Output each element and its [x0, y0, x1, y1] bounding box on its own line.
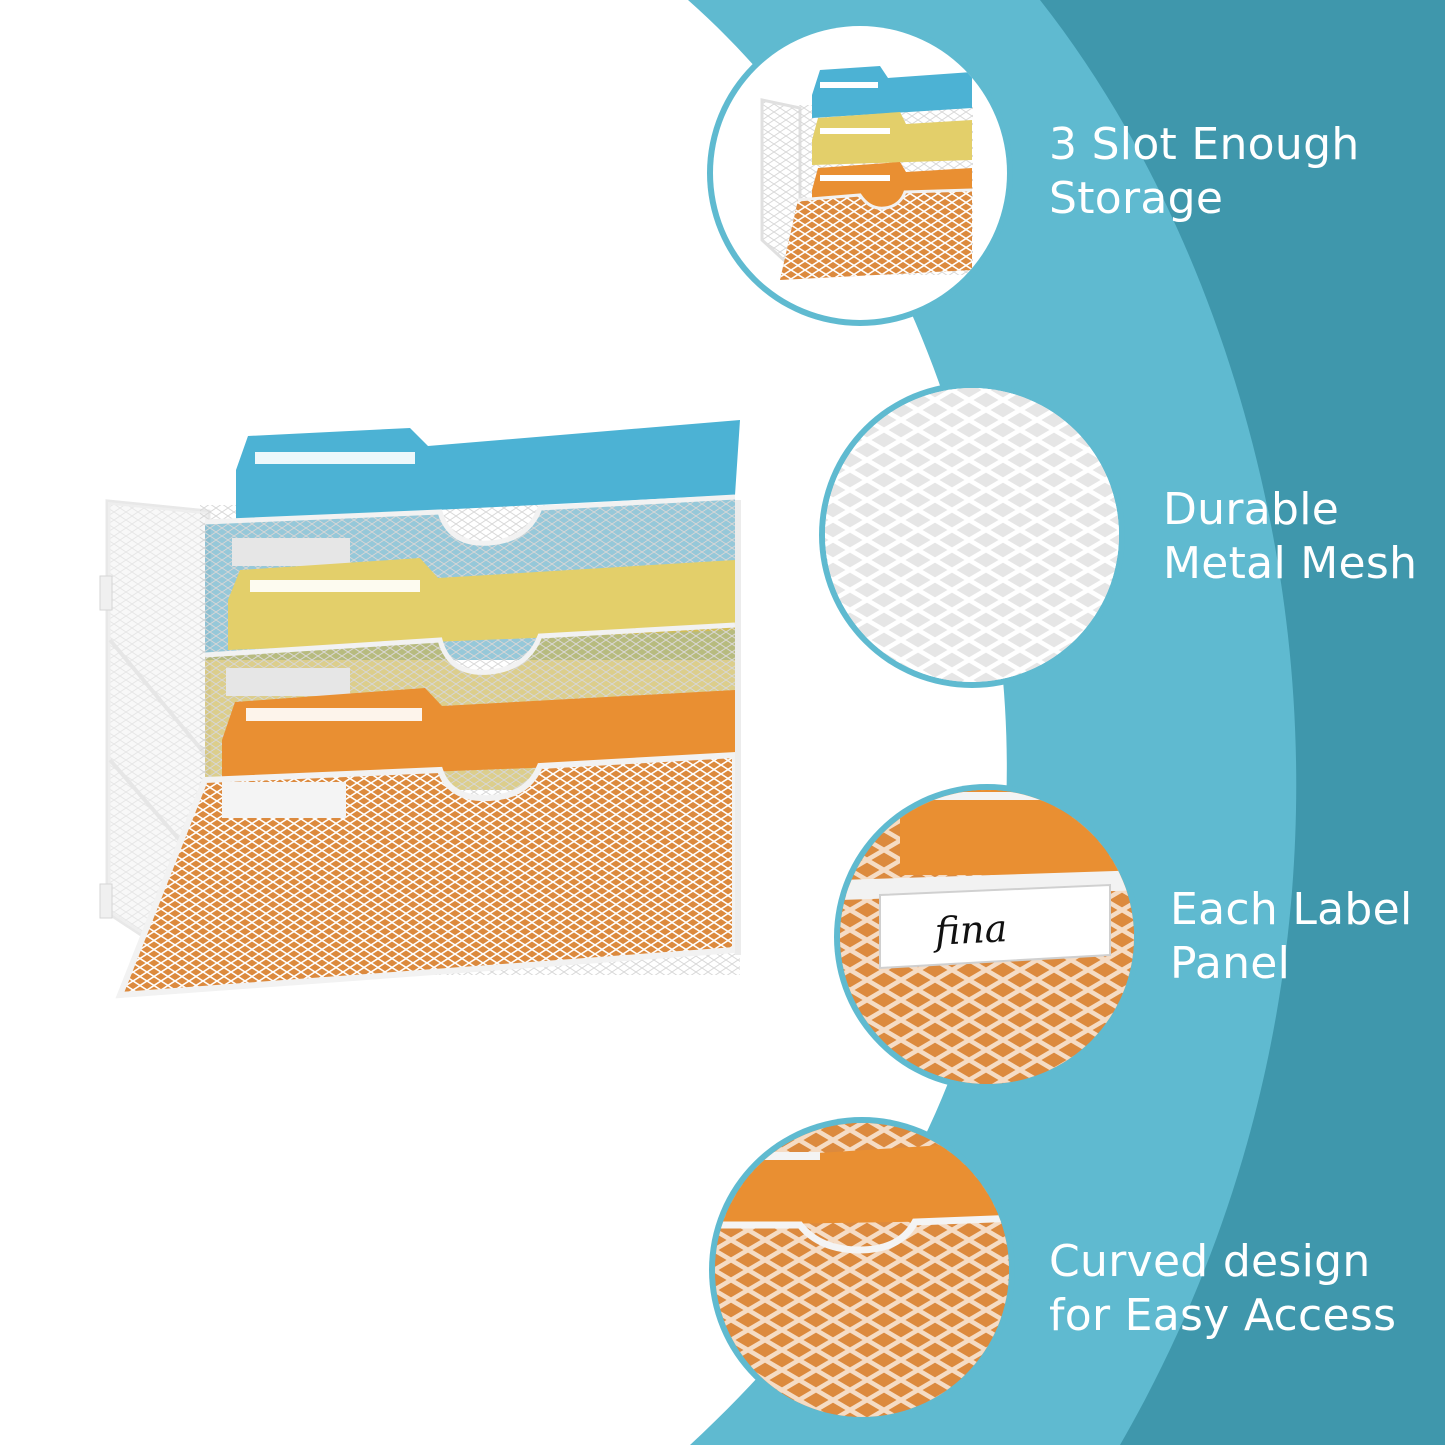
feature-label-text: Each Label Panel — [1170, 883, 1413, 991]
feature-curved-line1: Curved design — [1049, 1236, 1371, 1287]
feature-storage-text: 3 Slot Enough Storage — [1049, 118, 1360, 226]
feature-label-line1: Each Label — [1170, 884, 1413, 935]
feature-mesh-text: Durable Metal Mesh — [1163, 483, 1417, 591]
feature-curved-text: Curved design for Easy Access — [1049, 1235, 1396, 1343]
feature-mesh-line1: Durable — [1163, 484, 1340, 535]
file-organizer-icon — [707, 20, 1013, 326]
feature-curved-line2: for Easy Access — [1049, 1290, 1397, 1341]
feature-storage-line1: 3 Slot Enough — [1049, 119, 1360, 170]
label-sample-text: fina — [931, 906, 1009, 954]
metal-mesh-icon — [819, 382, 1125, 688]
feature-storage-line2: Storage — [1049, 173, 1224, 224]
wall-file-organizer — [99, 420, 741, 999]
teal-band-dark — [1040, 0, 1445, 1445]
feature-label-line2: Panel — [1170, 938, 1291, 989]
curved-edge-icon — [709, 1117, 1015, 1423]
label-panel-icon: fina — [834, 784, 1140, 1090]
feature-mesh-line2: Metal Mesh — [1163, 538, 1418, 589]
